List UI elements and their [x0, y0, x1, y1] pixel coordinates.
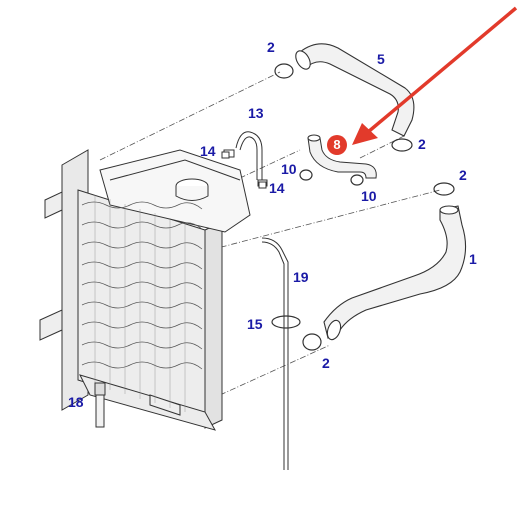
callout-10: 10: [361, 188, 377, 204]
hose-clamp: [433, 182, 455, 196]
bolt: [221, 151, 230, 159]
hose-clamps: [274, 63, 455, 351]
hose-clamp: [391, 138, 413, 152]
bypass-hose: [307, 134, 377, 179]
callout-15: 15: [247, 316, 263, 332]
hose-clamp: [302, 333, 322, 351]
hose-clamp: [299, 169, 313, 181]
leader-line: [209, 189, 441, 251]
callout-5: 5: [377, 51, 385, 67]
callout-13: 13: [248, 105, 264, 121]
hose-clamp: [274, 63, 294, 79]
callout-14: 14: [200, 143, 216, 159]
callout-19: 19: [293, 269, 309, 285]
radiator-core-tubes: [94, 195, 186, 412]
callout-2: 2: [418, 136, 426, 152]
callout-2: 2: [322, 355, 330, 371]
callout-2: 2: [459, 167, 467, 183]
callout-1: 1: [469, 251, 477, 267]
leader-line: [219, 344, 331, 396]
callout-2: 2: [267, 39, 275, 55]
overflow-tube: [261, 237, 289, 470]
bolt: [258, 181, 267, 189]
pointer-arrow: [352, 6, 518, 145]
callout-14: 14: [269, 180, 285, 196]
hose-clamp: [350, 174, 364, 186]
leader-line: [359, 135, 405, 159]
drain-plug: [94, 382, 106, 428]
lower-hose: [323, 205, 467, 341]
bolts: [221, 151, 267, 189]
upper-hose: [295, 43, 415, 137]
leader-line: [99, 71, 281, 161]
callout-18: 18: [68, 394, 84, 410]
highlighted-callout-8: 8: [327, 135, 347, 155]
tube-clip: [271, 315, 301, 329]
radiator: [39, 149, 251, 431]
radiator-core-fins: [81, 201, 203, 370]
callout-10: 10: [281, 161, 297, 177]
